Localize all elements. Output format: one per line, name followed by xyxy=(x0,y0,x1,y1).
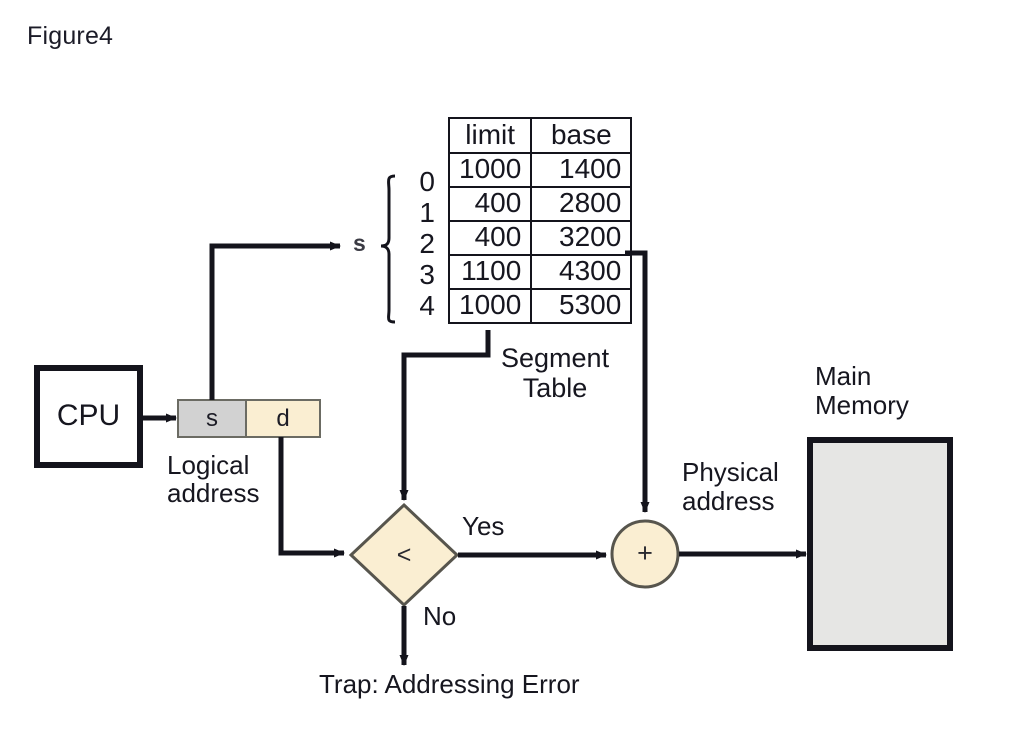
cell-limit: 400 xyxy=(447,186,533,222)
table-header-row: limit base xyxy=(447,117,633,154)
segment-table-caption: Segment Table xyxy=(501,343,609,403)
cpu-label: CPU xyxy=(56,399,121,433)
table-row: 1100 4300 xyxy=(447,254,633,290)
table-row-index: 0 xyxy=(419,166,435,197)
path-segment-to-table-selector xyxy=(209,241,341,400)
table-row-index: 2 xyxy=(419,228,435,259)
page-title: Figure4 xyxy=(27,22,114,50)
table-row-index: 3 xyxy=(419,259,435,290)
logical-address-segment-label: s xyxy=(206,404,218,432)
main-memory-caption: Main Memory xyxy=(815,361,909,421)
table-row: 1000 5300 xyxy=(447,288,633,324)
logical-address-caption: Logical address xyxy=(167,451,260,507)
comparator-operator-label: < xyxy=(396,540,412,569)
comparator-diamond xyxy=(348,502,460,608)
path-base-to-adder xyxy=(625,250,650,513)
physical-address-caption-line2: address xyxy=(682,486,775,517)
segment-table-caption-line2: Table xyxy=(522,373,588,404)
column-header-limit: limit xyxy=(447,117,533,154)
segment-table-caption-line1: Segment xyxy=(501,343,610,373)
cell-limit: 1000 xyxy=(447,152,533,188)
cell-limit: 1100 xyxy=(447,254,533,290)
main-memory-caption-line1: Main xyxy=(815,361,872,391)
cell-base: 2800 xyxy=(530,186,633,222)
segment-table-brace xyxy=(380,174,396,324)
table-row: 400 2800 xyxy=(447,186,633,222)
path-limit-to-comparator xyxy=(399,330,491,501)
table-row: 1000 1400 xyxy=(447,152,633,188)
table-row-index: 4 xyxy=(419,290,435,321)
cell-limit: 400 xyxy=(447,220,533,256)
path-offset-to-comparator xyxy=(278,437,345,558)
adder-operator-label: + xyxy=(637,538,653,569)
cell-base: 5300 xyxy=(530,288,633,324)
segment-selector-label: s xyxy=(353,230,366,256)
cell-base: 1400 xyxy=(530,152,633,188)
no-branch-label: No xyxy=(423,601,457,631)
cell-base: 4300 xyxy=(530,254,633,290)
logical-address-caption-line2: address xyxy=(167,478,260,509)
column-header-base: base xyxy=(530,117,633,154)
main-memory-box xyxy=(807,437,953,651)
table-row: 400 3200 xyxy=(447,220,633,256)
table-row-index: 1 xyxy=(419,197,435,228)
logical-address-segment-cell xyxy=(177,399,247,438)
trap-label: Trap: Addressing Error xyxy=(319,669,580,699)
cell-limit: 1000 xyxy=(447,288,533,324)
yes-branch-label: Yes xyxy=(462,511,505,541)
logical-address-offset-label: d xyxy=(276,404,290,432)
logical-address-offset-cell xyxy=(245,399,321,438)
physical-address-caption-line1: Physical xyxy=(682,457,779,487)
main-memory-caption-line2: Memory xyxy=(815,390,909,421)
logical-address-caption-line1: Logical xyxy=(167,450,250,480)
adder-circle xyxy=(610,519,680,589)
cpu-box xyxy=(34,365,143,468)
segment-table: limit base 1000 1400 400 2800 400 3200 1… xyxy=(447,117,633,324)
physical-address-caption: Physical address xyxy=(682,457,779,517)
cell-base: 3200 xyxy=(530,220,633,256)
